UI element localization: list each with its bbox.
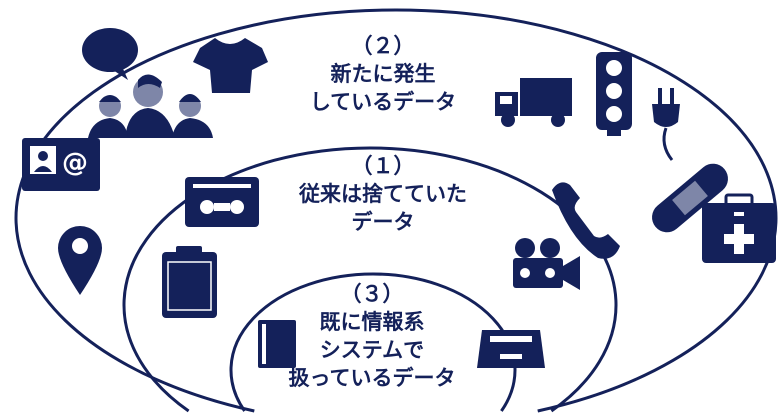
people-icon — [88, 74, 213, 138]
inner-line3: 扱っているデータ — [288, 366, 456, 390]
power-plug-icon — [652, 88, 680, 161]
inbox-tray-icon — [477, 330, 545, 368]
clipboard-icon — [162, 246, 217, 318]
middle-line2: データ — [351, 210, 415, 234]
middle-label: （１） 従来は捨てていた データ — [299, 152, 467, 236]
middle-line1: 従来は捨てていた — [299, 182, 467, 206]
location-pin-icon — [58, 226, 102, 295]
book-icon — [258, 320, 296, 368]
bandage-icon — [652, 163, 728, 233]
traffic-light-icon — [596, 52, 632, 136]
cassette-tape-icon — [185, 177, 259, 227]
truck-icon — [495, 78, 572, 127]
outer-ellipse — [14, 8, 778, 413]
inner-label: （３） 既に情報系 システムで 扱っているデータ — [289, 280, 456, 392]
middle-number: （１） — [351, 154, 415, 178]
svg-text:@: @ — [62, 148, 88, 178]
outer-line1: 新たに発生 — [330, 62, 436, 86]
movie-camera-icon — [513, 238, 580, 290]
telephone-icon — [552, 182, 620, 259]
inner-line2: システムで — [319, 338, 425, 362]
contact-card-icon: @ — [22, 138, 100, 191]
middle-ellipse — [122, 146, 618, 413]
outer-number: （２） — [351, 34, 415, 58]
shirt-icon — [193, 38, 268, 93]
inner-number: （３） — [340, 282, 404, 306]
first-aid-kit-icon — [702, 193, 776, 263]
inner-line1: 既に情報系 — [319, 310, 425, 334]
outer-label: （２） 新たに発生 しているデータ — [310, 32, 456, 116]
outer-line2: しているデータ — [309, 90, 457, 114]
speech-bubble-icon — [82, 28, 138, 80]
